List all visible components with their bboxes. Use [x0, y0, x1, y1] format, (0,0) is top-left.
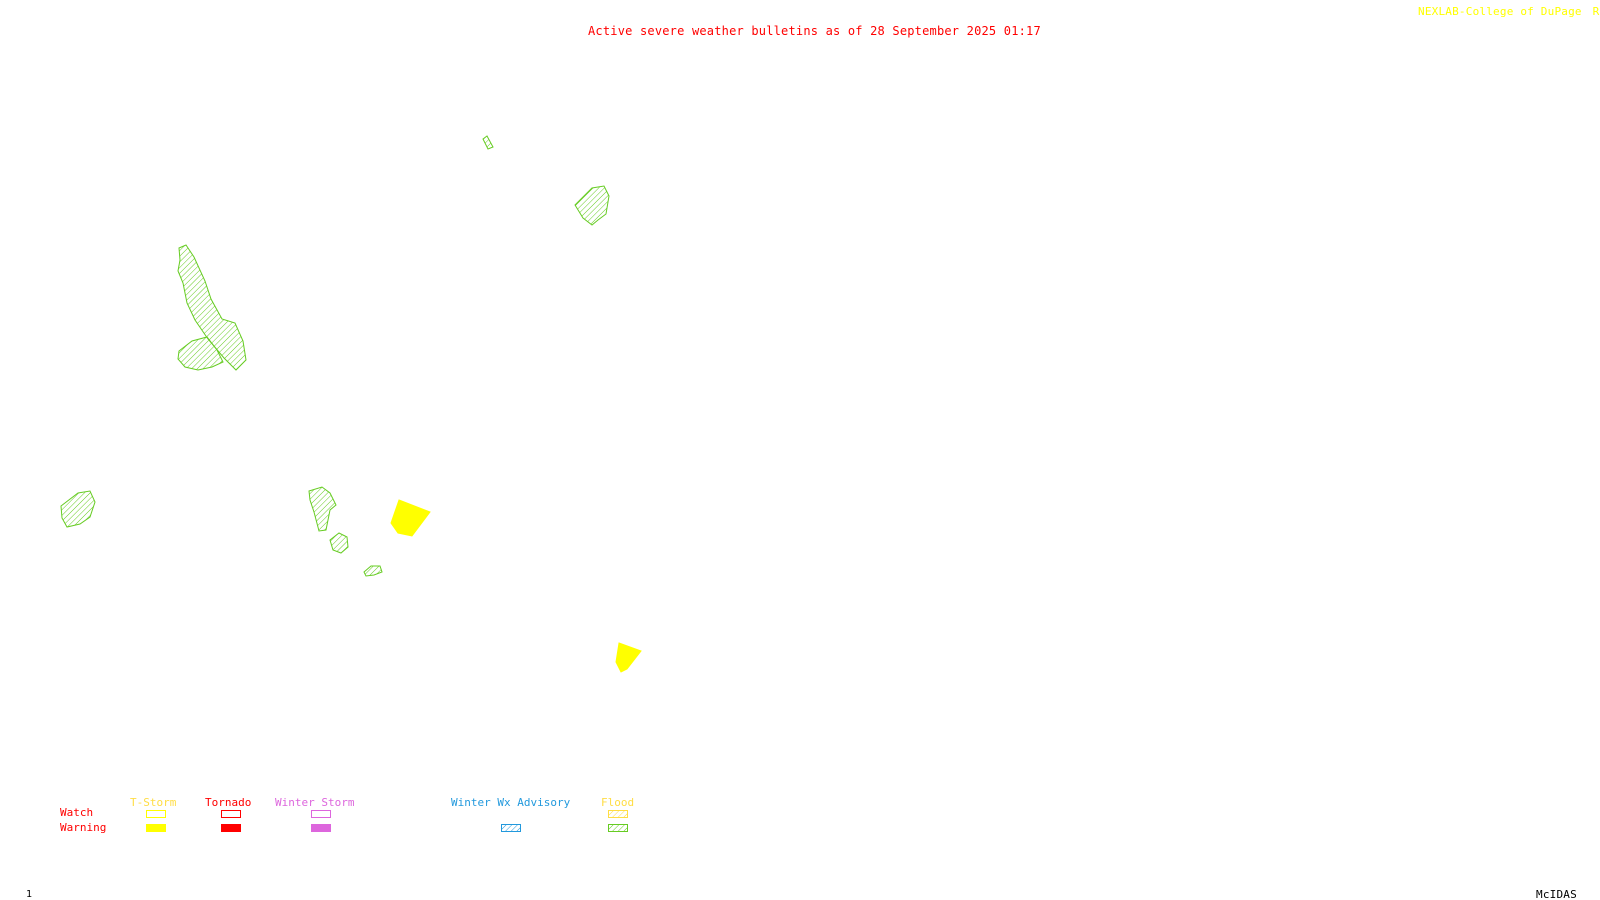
legend-flood-warning-swatch: [608, 824, 628, 832]
legend-tornado-warning-swatch: [221, 824, 241, 832]
flood-warning-polygon: [177, 244, 247, 371]
legend-tornado-label: Tornado: [205, 796, 252, 809]
flood-warning-polygon: [308, 486, 337, 532]
tstorm-warning-polygon: [615, 642, 642, 673]
flood-warning-polygon: [574, 185, 610, 226]
flood-warning-polygon: [177, 336, 224, 371]
legend-winter-storm-warning-swatch: [311, 824, 331, 832]
credit-mark: R: [1592, 5, 1600, 18]
flood-warning-polygon: [60, 490, 96, 528]
legend-winter-storm-label: Winter Storm: [275, 796, 355, 809]
legend-row-warning: Warning: [60, 821, 107, 834]
flood-warning-polygon: [329, 532, 349, 554]
frame-number: 1: [26, 889, 33, 900]
legend-row-watch: Watch: [60, 806, 94, 819]
legend-tstorm-warning-swatch: [146, 824, 166, 832]
legend-winter-storm-watch-swatch: [311, 810, 331, 818]
flood-warning-polygon: [482, 135, 494, 150]
credit-text: NEXLAB-College of DuPage: [1418, 5, 1582, 18]
credit-label: NEXLAB-College of DuPage R: [1418, 5, 1599, 19]
legend-winter-wx-advisory-swatch: [501, 824, 521, 832]
bulletin-title: Active severe weather bulletins as of 28…: [588, 24, 1041, 38]
software-label: McIDAS: [1536, 888, 1577, 900]
legend-flood-watch-swatch: [608, 810, 628, 818]
legend-flood-label: Flood: [601, 796, 635, 809]
legend-tornado-watch-swatch: [221, 810, 241, 818]
legend-winter-wx-advisory-label: Winter Wx Advisory: [451, 796, 571, 809]
legend-tstorm-label: T-Storm: [130, 796, 177, 809]
tstorm-warning-polygon: [390, 499, 431, 537]
legend-tstorm-watch-swatch: [146, 810, 166, 818]
flood-warning-polygon: [363, 565, 383, 577]
